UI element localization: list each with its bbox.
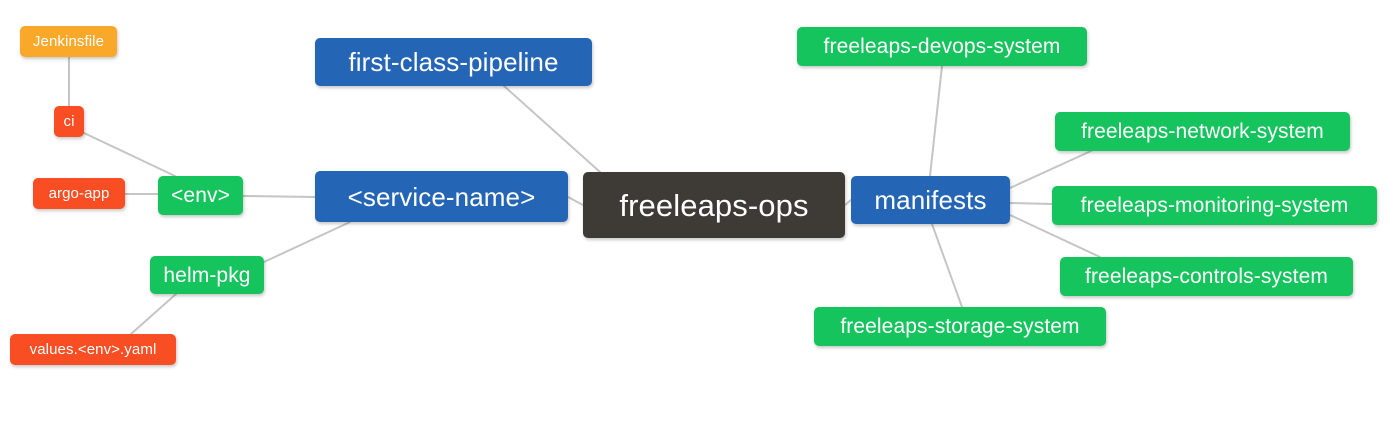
mindmap-node-label: manifests [874, 185, 987, 215]
edge-root-first-class-pipeline [503, 85, 601, 173]
mindmap-node-label: <service-name> [347, 181, 536, 212]
mindmap-node-label: freeleaps-storage-system [840, 315, 1080, 338]
edge-helm-pkg-values [130, 293, 177, 335]
mindmap-node-ci[interactable]: ci [54, 106, 84, 137]
mindmap-node-freeleaps-storage-system[interactable]: freeleaps-storage-system [814, 307, 1106, 346]
mindmap-node-label: argo-app [48, 185, 110, 202]
mindmap-node-first-class-pipeline[interactable]: first-class-pipeline [315, 38, 592, 86]
mindmap-node-argo-app[interactable]: argo-app [33, 178, 125, 209]
mindmap-node-freeleaps-monitoring-system[interactable]: freeleaps-monitoring-system [1052, 186, 1377, 225]
mindmap-node-label: freeleaps-monitoring-system [1080, 194, 1349, 217]
edge-service-name-env [242, 195, 316, 198]
mindmap-node-label: first-class-pipeline [348, 47, 559, 77]
mindmap-node-freeleaps-devops-system[interactable]: freeleaps-devops-system [797, 27, 1087, 66]
mindmap-node-jenkinsfile[interactable]: Jenkinsfile [20, 26, 117, 57]
mindmap-node-label: <env> [171, 184, 230, 207]
mindmap-node-helm-pkg[interactable]: helm-pkg [150, 256, 264, 294]
edge-env-ci [83, 132, 176, 177]
mindmap-node-label: freeleaps-ops [619, 187, 809, 223]
edge-manifests-monitoring [1009, 202, 1053, 205]
mindmap-node-label: ci [63, 113, 75, 130]
mindmap-node-values-env-yaml[interactable]: values.<env>.yaml [10, 334, 176, 365]
edge-manifests-network [1009, 150, 1092, 189]
mindmap-node-service-name[interactable]: <service-name> [315, 171, 568, 222]
mindmap-node-label: Jenkinsfile [32, 33, 105, 50]
mindmap-node-label: helm-pkg [163, 263, 251, 287]
mindmap-node-freeleaps-controls-system[interactable]: freeleaps-controls-system [1060, 257, 1353, 296]
mindmap-node-manifests[interactable]: manifests [851, 176, 1010, 224]
mindmap-node-env[interactable]: <env> [158, 176, 243, 215]
mindmap-node-label: values.<env>.yaml [29, 341, 157, 358]
edge-root-service-name [567, 196, 584, 206]
mindmap-node-label: freeleaps-controls-system [1085, 265, 1328, 288]
mindmap-node-root[interactable]: freeleaps-ops [583, 172, 845, 238]
edge-manifests-storage [931, 223, 963, 308]
mindmap-node-label: freeleaps-network-system [1081, 120, 1324, 143]
mindmap-node-freeleaps-network-system[interactable]: freeleaps-network-system [1055, 112, 1350, 151]
edge-service-name-helm-pkg [263, 221, 351, 263]
mindmap-node-label: freeleaps-devops-system [823, 35, 1061, 58]
edge-manifests-devops [929, 65, 943, 177]
